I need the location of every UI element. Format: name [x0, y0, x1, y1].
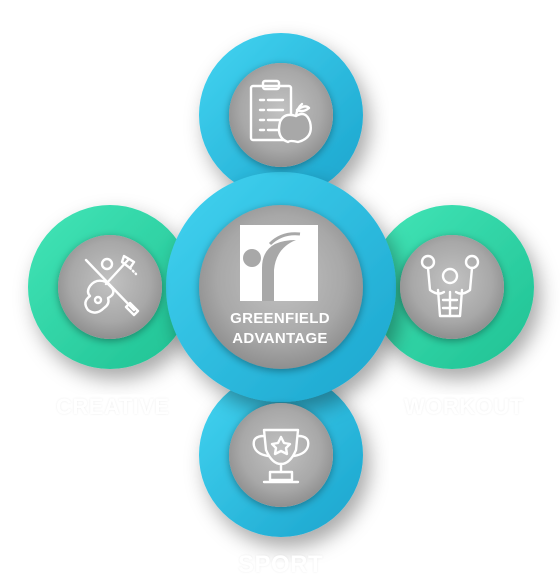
label-sport: SPORT: [238, 551, 324, 578]
bodybuilder-dumbbell-icon: [420, 254, 480, 318]
label-creative: CREATIVE: [56, 394, 170, 419]
trophy-star-icon: [252, 428, 310, 484]
disc-bottom: [229, 403, 333, 507]
label-workout: WORKOUT: [404, 394, 524, 419]
greenfield-logo: [240, 225, 318, 301]
clipboard-apple-icon: [249, 79, 312, 144]
disc-top: [229, 63, 333, 167]
disc-right: [400, 235, 504, 339]
center-title-line1: GREENFIELD: [230, 310, 330, 327]
center-title: GREENFIELD ADVANTAGE: [180, 309, 380, 349]
guitar-brush-icon: [84, 254, 140, 317]
center-title-line2: ADVANTAGE: [232, 330, 328, 347]
ring-center: [166, 172, 396, 402]
